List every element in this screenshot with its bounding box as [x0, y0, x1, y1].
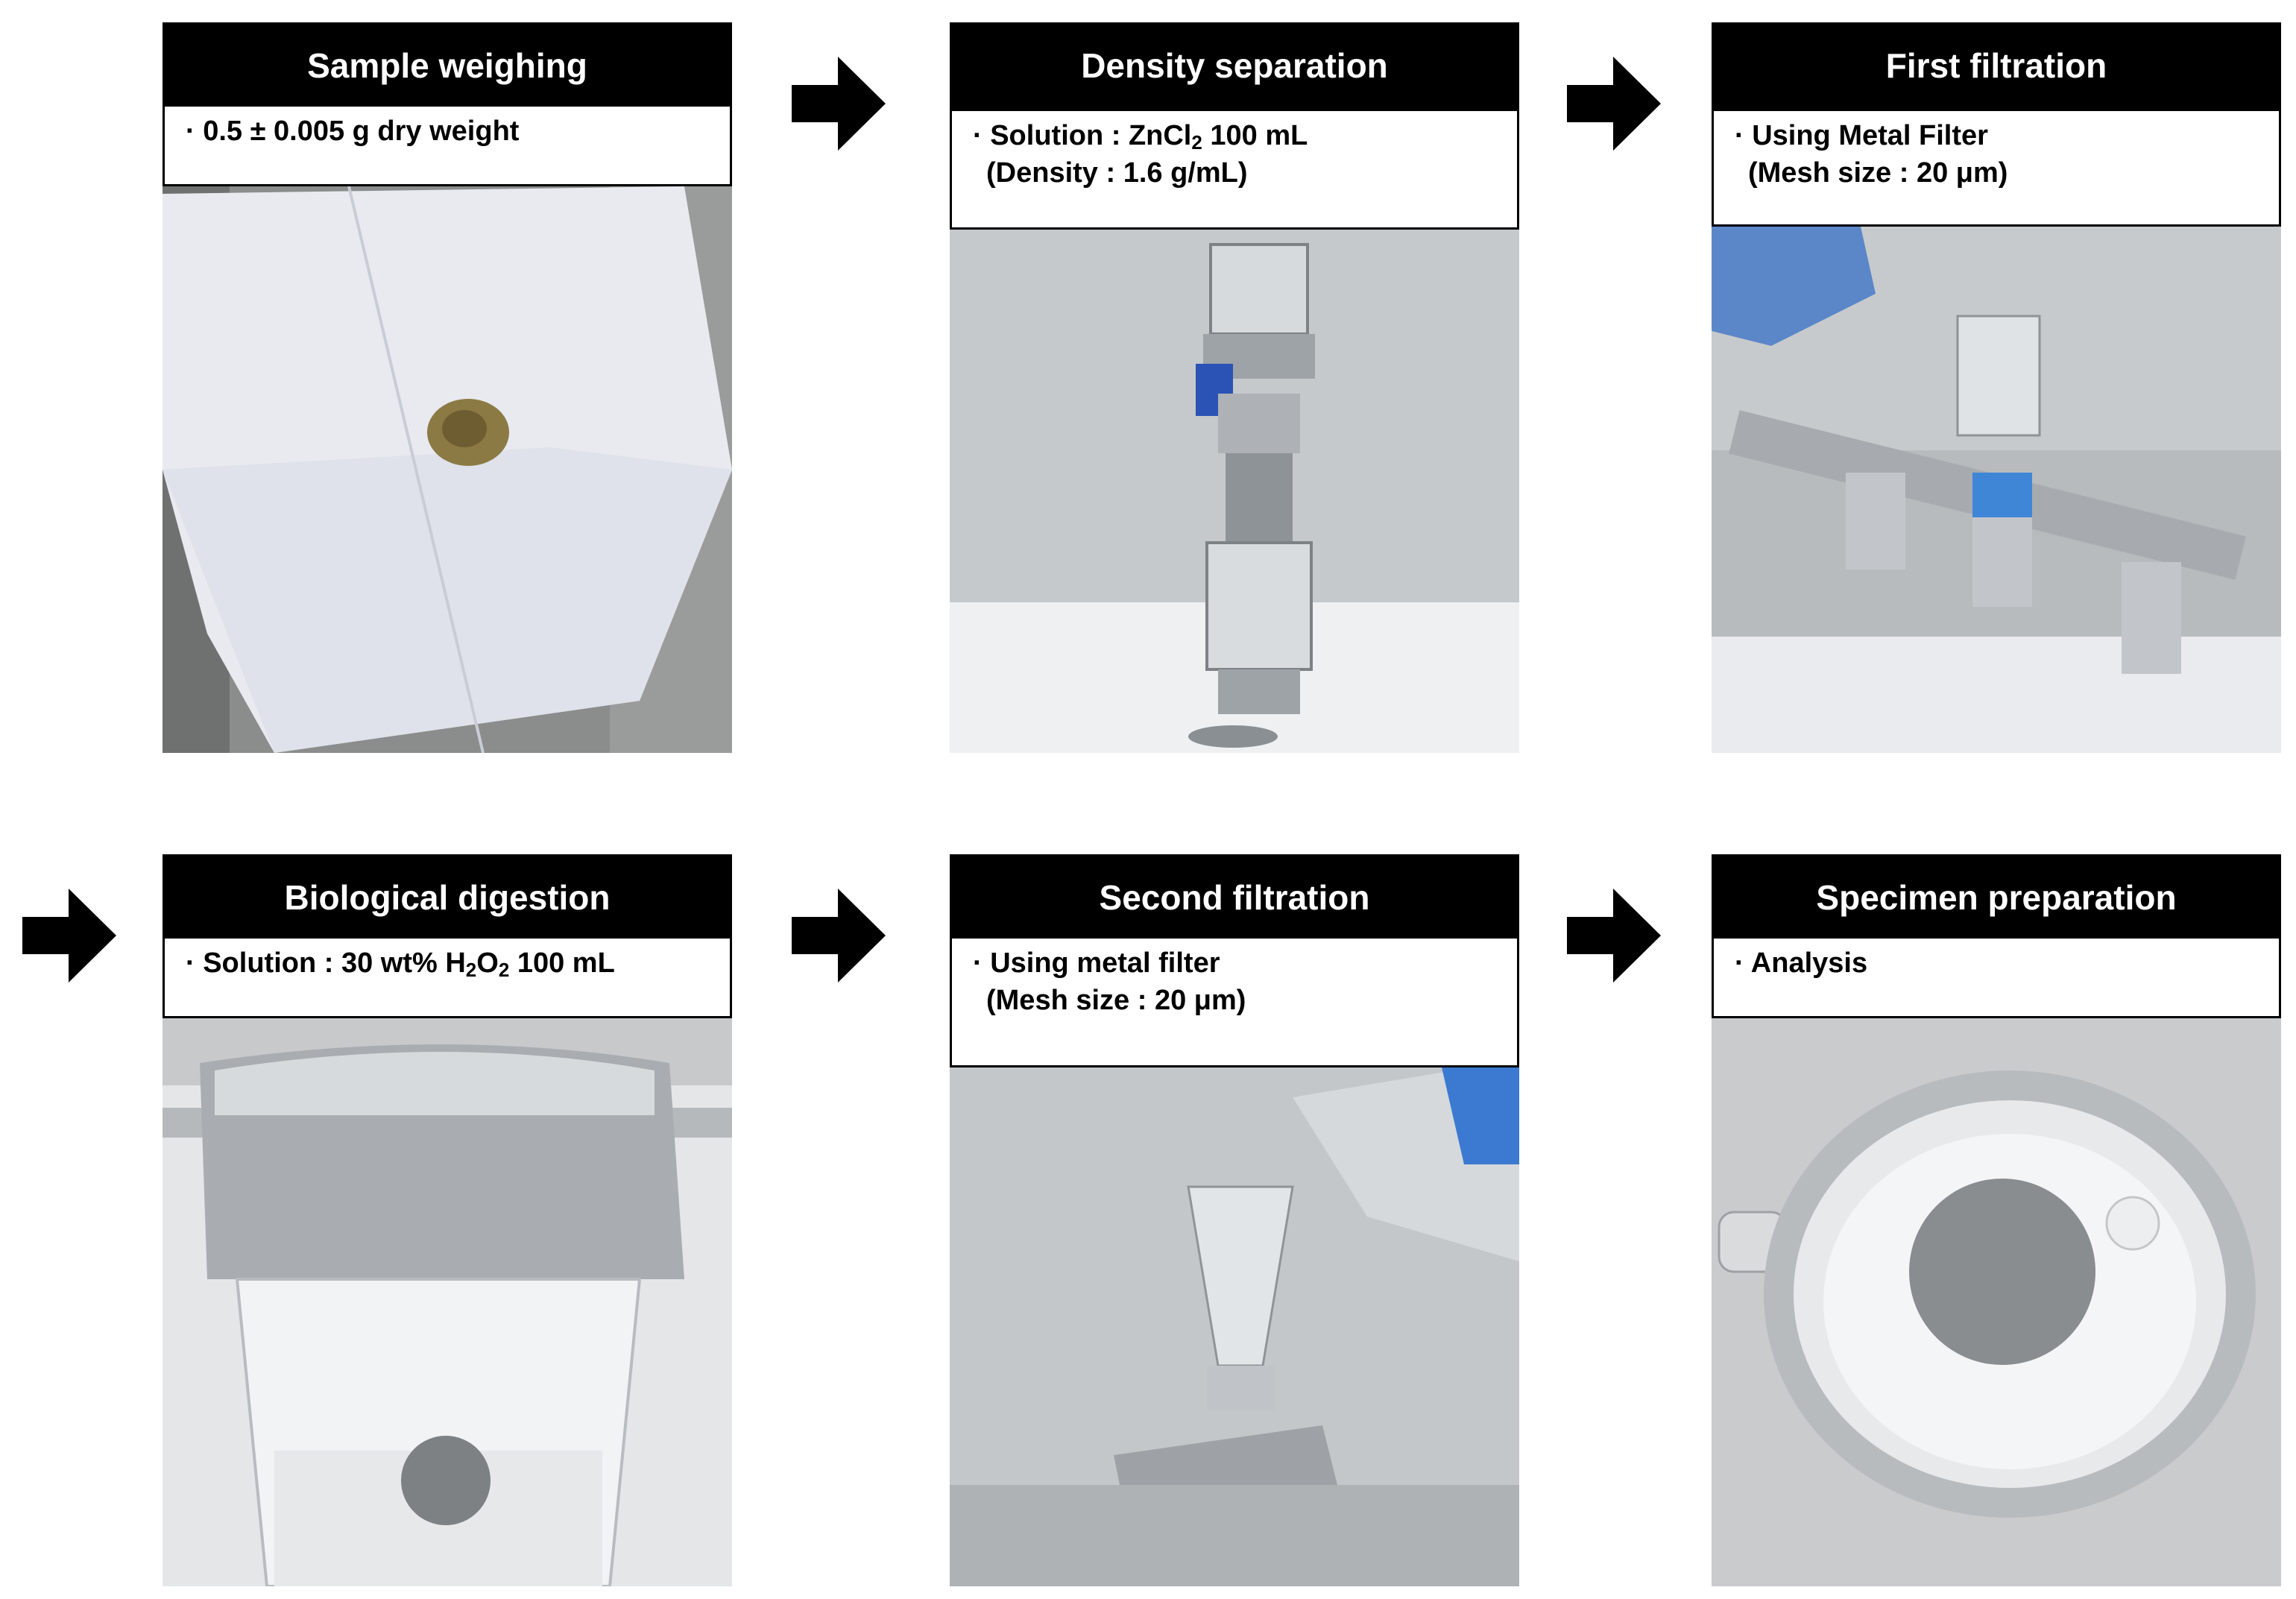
step-description: · Analysis	[1712, 936, 2281, 1018]
step-title: Density separation	[950, 22, 1519, 109]
step-description: · 0.5 ± 0.005 g dry weight	[163, 104, 732, 186]
step-description: · Using metal filter (Mesh size : 20 μm)	[950, 936, 1519, 1067]
step-description-line: · Solution : ZnCl2 100 mL	[973, 120, 1308, 154]
step-description-line: · Using Metal Filter	[1735, 120, 1988, 151]
step-title: Second filtration	[950, 854, 1519, 941]
step-second-filtration: Second filtration · Using metal filter (…	[950, 854, 1519, 1586]
step-description-line: · Solution : 30 wt% H2O2 100 mL	[186, 947, 615, 981]
step-title: First filtration	[1712, 22, 2281, 109]
step-description-line: · Analysis	[1735, 947, 1868, 979]
step-description-line: · 0.5 ± 0.005 g dry weight	[186, 116, 520, 147]
step-description: · Solution : 30 wt% H2O2 100 mL	[163, 936, 732, 1018]
step-title: Sample weighing	[163, 22, 732, 109]
first-filtration-photo	[1712, 227, 2281, 753]
step-first-filtration: First filtration · Using Metal Filter (M…	[1712, 22, 2281, 753]
biological-digestion-photo	[163, 1018, 732, 1586]
step-description-line: (Mesh size : 20 μm)	[1748, 157, 2008, 189]
step-title: Biological digestion	[163, 854, 732, 941]
step-description: · Using Metal Filter (Mesh size : 20 μm)	[1712, 109, 2281, 227]
step-description-line: · Using metal filter	[973, 947, 1220, 979]
density-separation-photo	[950, 230, 1519, 753]
step-density-separation: Density separation · Solution : ZnCl2 10…	[950, 22, 1519, 753]
step-specimen-preparation: Specimen preparation · Analysis	[1712, 854, 2281, 1586]
right-arrow-icon	[22, 889, 116, 983]
step-biological-digestion: Biological digestion · Solution : 30 wt%…	[163, 854, 732, 1586]
second-filtration-photo	[950, 1067, 1519, 1586]
step-description: · Solution : ZnCl2 100 mL (Density : 1.6…	[950, 109, 1519, 230]
step-description-line: (Mesh size : 20 μm)	[986, 985, 1246, 1016]
step-description-line: (Density : 1.6 g/mL)	[986, 157, 1248, 189]
right-arrow-icon	[1567, 889, 1661, 983]
step-title: Specimen preparation	[1712, 854, 2281, 941]
specimen-preparation-photo	[1712, 1018, 2281, 1586]
step-sample-weighing: Sample weighing · 0.5 ± 0.005 g dry weig…	[163, 22, 732, 753]
sample-weighing-photo	[163, 186, 732, 753]
right-arrow-icon	[792, 57, 886, 151]
right-arrow-icon	[1567, 57, 1661, 151]
right-arrow-icon	[792, 889, 886, 983]
